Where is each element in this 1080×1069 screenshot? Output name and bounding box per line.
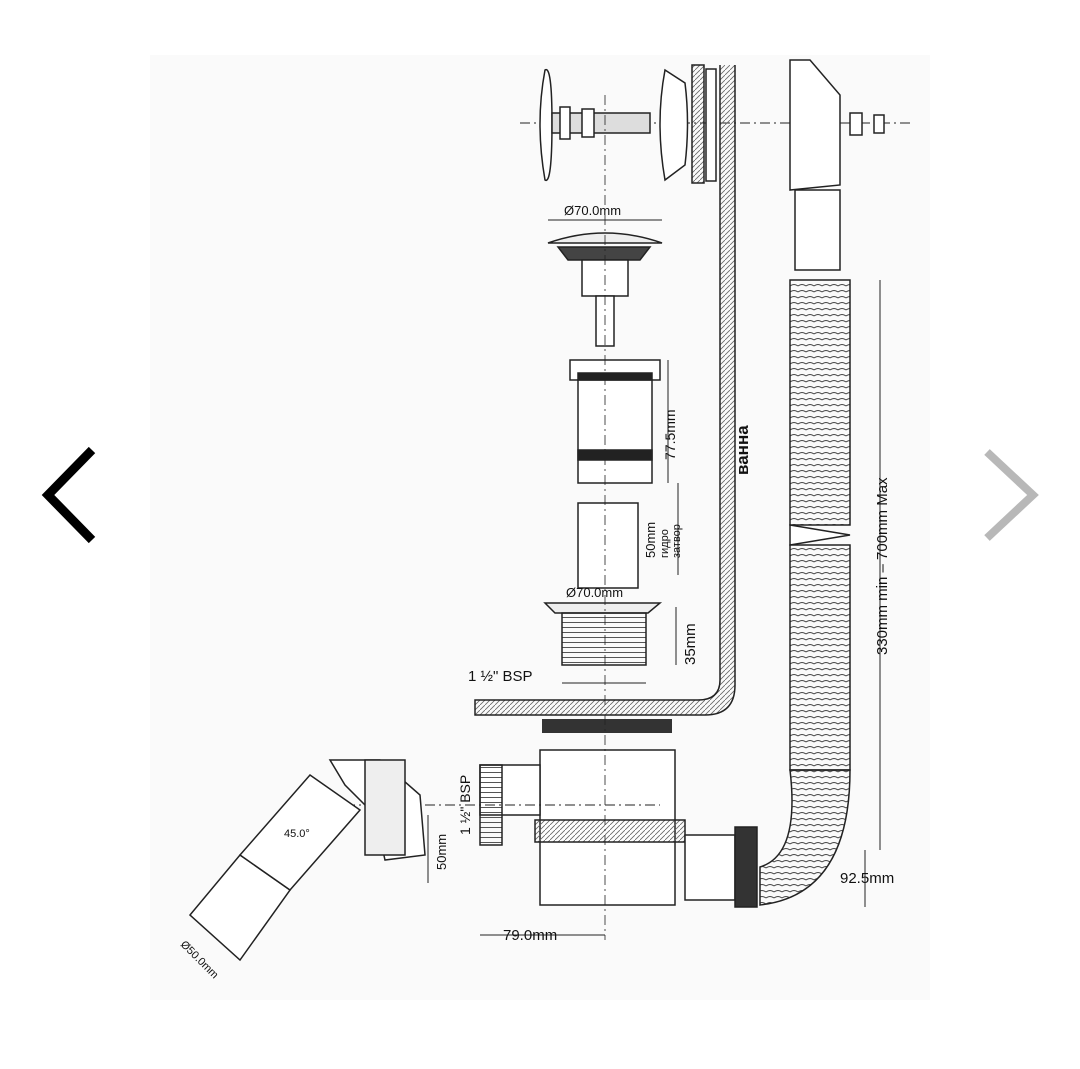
outlet-height-label: 50mm <box>434 834 449 870</box>
seal-word-1: гидро <box>659 529 671 558</box>
bath-wall <box>474 65 736 716</box>
seal-word-2: затвор <box>671 524 683 558</box>
gasket <box>542 719 672 733</box>
angle-label: 45.0° <box>284 828 310 840</box>
previous-image-button[interactable] <box>30 440 100 550</box>
flange-diameter-label: Ø70.0mm <box>566 585 623 600</box>
offset-length-label: 79.0mm <box>503 927 557 944</box>
next-image-button[interactable] <box>975 440 1045 550</box>
extension-tube <box>569 359 661 589</box>
bath-label: ванна <box>733 425 752 475</box>
height-label: 92.5mm <box>840 870 894 887</box>
product-drawing: ванна Ø70.0mm 77.5mm 50mm гидро затвор Ø… <box>150 55 930 1000</box>
angled-outlet <box>188 759 426 962</box>
bsp-side-label: 1 ½" BSP <box>457 775 473 835</box>
bath-drain-schematic: ванна Ø70.0mm 77.5mm 50mm гидро затвор Ø… <box>178 59 910 982</box>
chevron-left-icon <box>41 446 96 544</box>
outlet-diameter-label: Ø50.0mm <box>178 939 221 982</box>
flexible-hose <box>759 279 851 906</box>
chevron-right-icon <box>984 449 1039 541</box>
tube-length-label: 77.5mm <box>662 409 678 460</box>
bsp-top-label: 1 ½" BSP <box>468 668 533 685</box>
seal-height-label: 50mm <box>643 522 658 558</box>
hose-range-label: 330mm min – 700mm Max <box>874 477 891 655</box>
flange-height-label: 35mm <box>682 623 699 665</box>
trap-body <box>479 749 758 908</box>
drain-flange <box>543 602 663 666</box>
cap-diameter-label: Ø70.0mm <box>564 203 621 218</box>
overflow-assembly <box>520 59 910 271</box>
